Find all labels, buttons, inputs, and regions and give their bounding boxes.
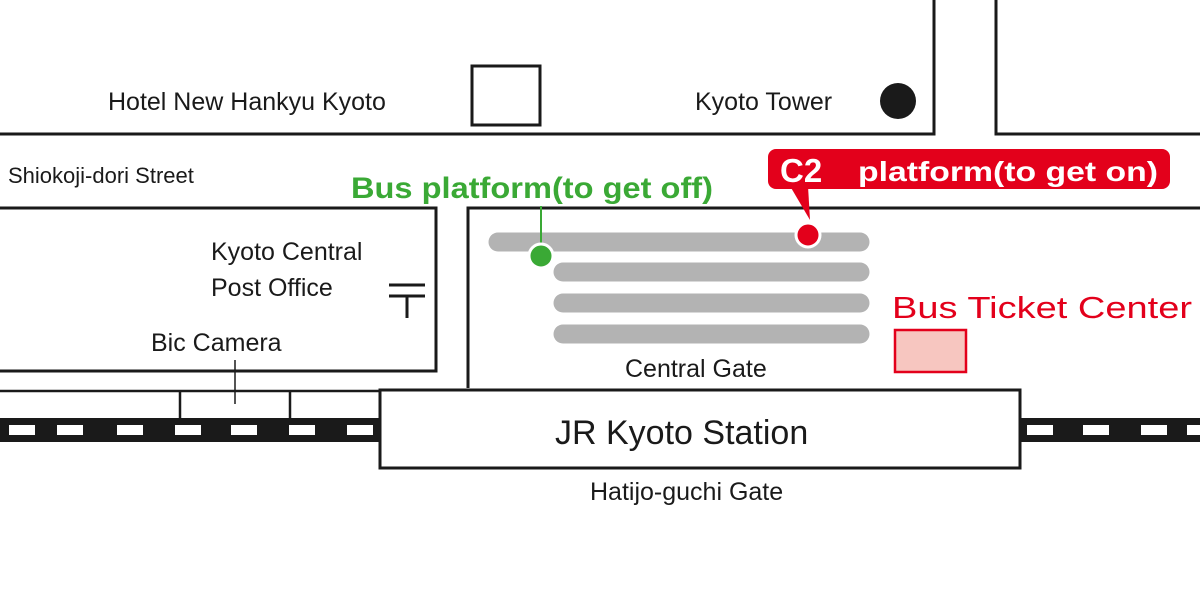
station-building <box>378 388 1022 470</box>
railway-west <box>0 418 380 442</box>
ticket-center-box <box>893 328 968 374</box>
bus-off-label: Bus platform(to get off) <box>351 172 713 205</box>
filled-circle-icon <box>880 83 916 119</box>
rail-ties <box>1027 425 1200 435</box>
c2-code-label: C2 <box>780 152 822 189</box>
central-gate-label: Central Gate <box>625 355 767 383</box>
rail-ties <box>9 425 373 435</box>
station-label: JR Kyoto Station <box>555 414 808 452</box>
platform-building <box>0 389 380 418</box>
c2-banner-pointer <box>790 186 810 220</box>
post-office-label-line2: Post Office <box>211 274 333 302</box>
c2-marker <box>794 221 822 249</box>
road-outlines <box>0 0 1200 388</box>
railway-east <box>1020 418 1200 442</box>
c2-banner <box>768 149 1170 189</box>
hotel-label: Hotel New Hankyu Kyoto <box>108 88 386 116</box>
square-outline-icon <box>470 64 542 127</box>
tower-label: Kyoto Tower <box>695 88 832 116</box>
street-label: Shiokoji-dori Street <box>8 163 194 188</box>
bic-camera-label: Bic Camera <box>151 329 282 357</box>
post-office-block-outline <box>0 206 438 373</box>
ticket-center-label: Bus Ticket Center <box>892 290 1192 325</box>
northeast-block-outline <box>994 0 1200 136</box>
north-block-outline <box>0 0 936 136</box>
japan-post-mark-icon <box>389 283 425 318</box>
c2-platform-label: platform(to get on) <box>858 156 1158 187</box>
post-office-label-line1: Kyoto Central <box>211 238 362 266</box>
bus-off-marker <box>527 242 555 270</box>
hatijo-gate-label: Hatijo-guchi Gate <box>590 478 783 506</box>
bus-terminal-outline <box>466 206 1200 388</box>
